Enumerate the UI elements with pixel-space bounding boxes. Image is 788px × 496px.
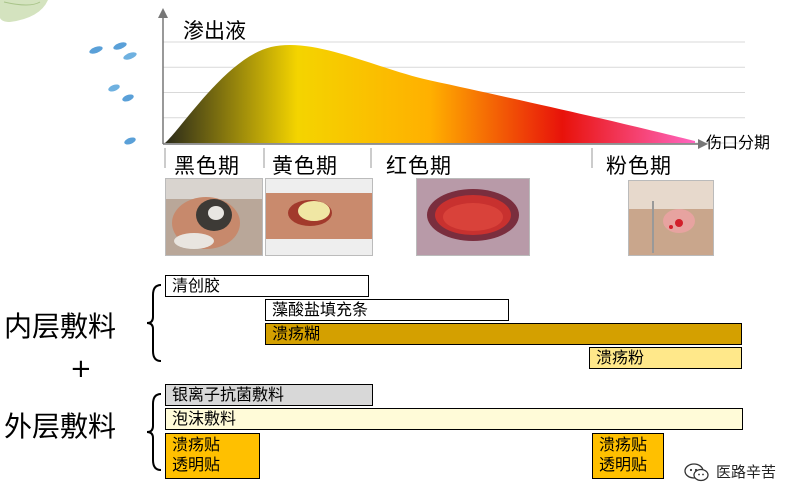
- stage-label-black: 黑色期: [174, 154, 240, 178]
- wound-photo-black: [165, 178, 263, 256]
- inner-dressing-label: 内层敷料: [4, 310, 117, 343]
- wound-photo-red: [416, 178, 530, 256]
- bar-ulcer-paste: 溃疡糊: [265, 323, 742, 345]
- bar-foam-dressing: 泡沫敷料: [165, 408, 743, 430]
- x-axis-arrow: [698, 139, 708, 149]
- patch-left-ulcer: 溃疡贴: [172, 435, 221, 454]
- exudate-chart: 渗出液 伤口分期: [158, 8, 770, 168]
- y-axis-label: 渗出液: [183, 19, 246, 43]
- outer-dressing-label: 外层敷料: [4, 410, 117, 443]
- patch-left-transparent: 透明贴: [172, 455, 221, 474]
- bar-debridement-gel: 清创胶: [165, 275, 369, 297]
- wound-photo-pink: [628, 180, 714, 256]
- inner-brace-icon: [146, 284, 162, 362]
- stage-label-yellow: 黄色期: [272, 154, 338, 178]
- water-drops-icon: [89, 42, 137, 145]
- leaf-decoration-icon: [0, 0, 48, 22]
- watermark: 医路辛苦: [684, 461, 776, 482]
- stage-label-red: 红色期: [386, 154, 452, 178]
- watermark-text: 医路辛苦: [715, 463, 776, 481]
- stage-label-pink: 粉色期: [606, 154, 672, 178]
- wound-photo-yellow: [265, 178, 373, 256]
- bar-silver-antibacterial: 银离子抗菌敷料: [165, 384, 373, 406]
- bar-alginate-strip: 藻酸盐填充条: [265, 299, 509, 321]
- plus-sign: +: [70, 354, 92, 384]
- bar-patch-right: 溃疡贴 透明贴: [592, 433, 664, 479]
- patch-right-ulcer: 溃疡贴: [599, 435, 648, 454]
- x-axis-label: 伤口分期: [706, 133, 770, 152]
- exudate-area: [165, 45, 695, 143]
- wechat-icon: [684, 462, 709, 481]
- bar-patch-left: 溃疡贴 透明贴: [165, 433, 260, 479]
- outer-brace-icon: [146, 393, 162, 471]
- bar-ulcer-powder: 溃疡粉: [589, 347, 742, 369]
- patch-right-transparent: 透明贴: [599, 455, 648, 474]
- y-axis-arrow: [158, 8, 168, 18]
